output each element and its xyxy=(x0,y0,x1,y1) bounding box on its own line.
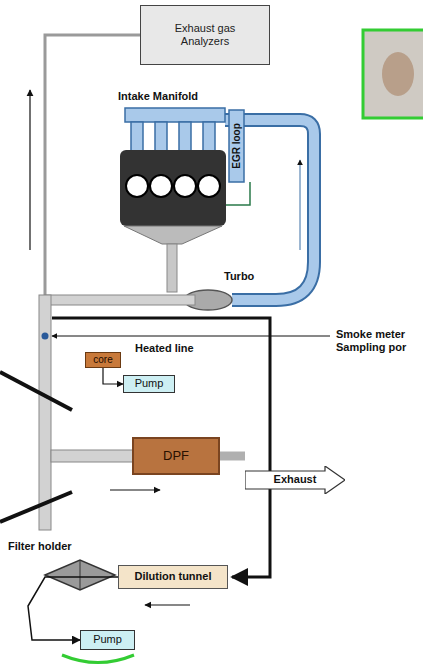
exhaust-pipe xyxy=(51,450,133,462)
intake-runner xyxy=(131,122,143,152)
callout-line xyxy=(0,372,72,410)
cylinder xyxy=(174,175,196,197)
sampling-port xyxy=(42,333,49,340)
cylinder xyxy=(126,175,148,197)
connector xyxy=(28,577,118,640)
engine-block xyxy=(120,150,226,226)
connector xyxy=(103,368,123,384)
photo-inset xyxy=(363,30,423,118)
intake-runner xyxy=(203,122,215,152)
connector xyxy=(220,452,245,461)
egr-line xyxy=(224,182,250,205)
node-text: Exhaust gas Analyzers xyxy=(165,22,245,48)
analyzer-box: Exhaust gas Analyzers xyxy=(140,5,270,65)
highlight-arc xyxy=(62,655,134,663)
flow-arrow xyxy=(29,90,30,250)
intake-runner xyxy=(179,122,191,152)
filter-symbol xyxy=(80,560,81,590)
intake-manifold xyxy=(125,108,225,122)
flow-arrow xyxy=(145,604,190,605)
cylinder xyxy=(150,175,172,197)
exhaust-arrow: Exhaust xyxy=(245,466,345,494)
node-text: Pump xyxy=(93,633,122,646)
part-label: Smoke meter Sampling por xyxy=(336,328,418,354)
part-label: Turbo xyxy=(224,270,254,283)
part-label: Intake Manifold xyxy=(118,90,198,103)
flow-arrow xyxy=(110,489,160,490)
node-text: core xyxy=(93,354,112,366)
dpf-box: DPF xyxy=(132,437,220,475)
part-label: EGR loop xyxy=(231,123,243,169)
part-label: Filter holder xyxy=(8,540,72,553)
pump-box: Pump xyxy=(80,630,135,650)
node-text: Exhaust xyxy=(274,473,317,486)
cylinder xyxy=(198,175,220,197)
filter-holder-symbol xyxy=(45,560,115,590)
exhaust-pipe xyxy=(45,295,195,305)
node-text: Pump xyxy=(135,377,164,390)
node-text: DPF xyxy=(163,448,189,464)
exhaust-downpipe xyxy=(167,244,177,292)
egr-loop xyxy=(229,110,244,182)
callout-line xyxy=(0,492,72,522)
exhaust-pipe xyxy=(39,295,51,530)
flow-arrow xyxy=(300,160,301,250)
node-text: Dilution tunnel xyxy=(135,570,212,583)
part-label: Heated line xyxy=(135,342,194,355)
leader-line xyxy=(52,336,330,337)
arrow-shape xyxy=(245,466,345,494)
sample-line xyxy=(52,318,270,577)
pump-box: Pump xyxy=(123,375,175,393)
dilution-tunnel-box: Dilution tunnel xyxy=(118,565,228,589)
core-box: core xyxy=(85,352,121,368)
photo-face xyxy=(382,52,414,96)
exhaust-manifold xyxy=(124,226,222,244)
intake-runner xyxy=(155,122,167,152)
